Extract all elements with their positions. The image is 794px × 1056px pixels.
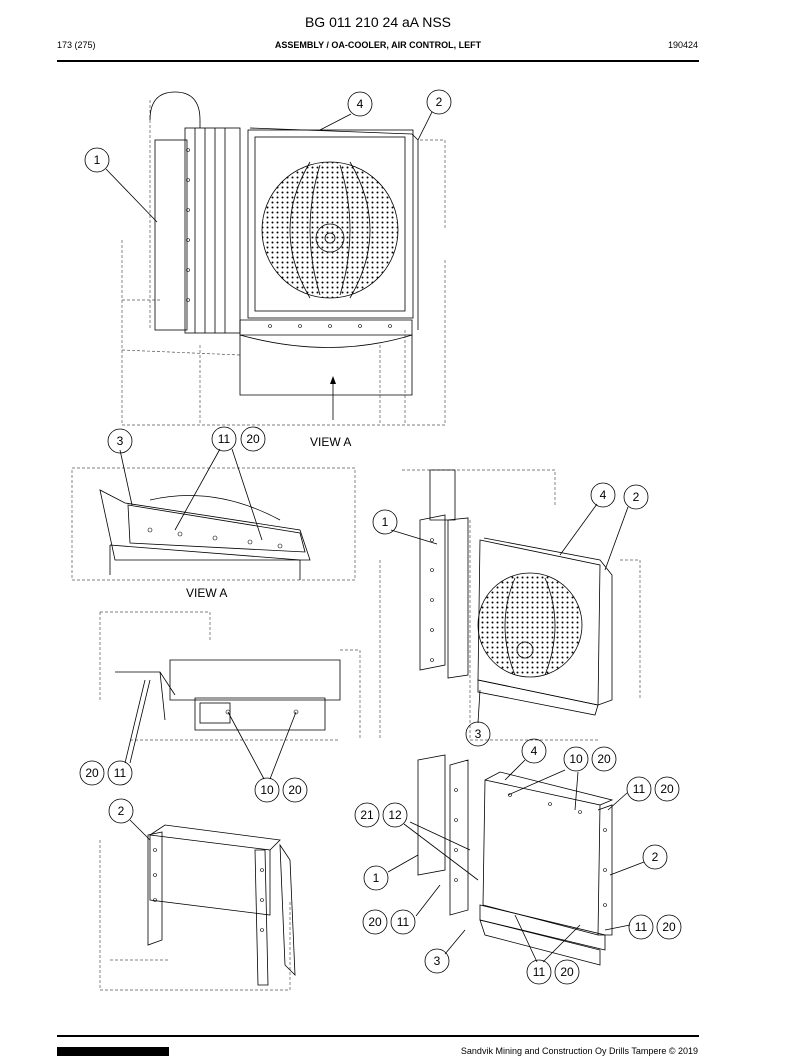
svg-text:20: 20 [597,752,611,766]
callout-3-view-a: 3 [107,428,133,454]
callout-2-exploded: 2 [642,844,668,870]
isometric-view-right [379,469,641,741]
svg-text:11: 11 [397,915,410,929]
callout-1-iso: 1 [372,509,398,535]
svg-text:4: 4 [600,488,607,502]
callout-3-iso: 3 [465,721,491,747]
footer-rule [57,1035,699,1037]
svg-text:20: 20 [85,766,99,780]
svg-text:11: 11 [218,432,231,446]
page-number: 173 (275) [57,40,96,50]
assembly-title: ASSEMBLY / OA-COOLER, AIR CONTROL, LEFT [274,40,482,50]
view-a-arrow-label: VIEW A [310,435,351,449]
svg-text:21: 21 [360,808,374,822]
callout-11-exploded-br: 11 [628,914,654,940]
callout-11-detail: 11 [107,760,133,786]
svg-text:1: 1 [382,515,389,529]
svg-text:10: 10 [260,783,274,797]
callout-11-exploded-bottom: 11 [526,959,552,985]
callout-10-exploded: 10 [563,746,589,772]
part-callouts: 1 4 2 3 11 20 1 4 2 3 20 11 10 20 2 4 10… [79,89,682,985]
svg-text:20: 20 [662,920,676,934]
svg-text:3: 3 [117,434,124,448]
footer-copyright: Sandvik Mining and Construction Oy Drill… [460,1046,698,1056]
callout-20-detail: 20 [79,760,105,786]
callout-11-exploded-left: 11 [390,909,416,935]
svg-text:11: 11 [635,920,648,934]
callout-21-exploded: 21 [354,802,380,828]
svg-text:20: 20 [246,432,260,446]
callout-2-iso: 2 [623,484,649,510]
svg-text:3: 3 [475,727,482,741]
callout-20-view-a: 20 [240,426,266,452]
callout-20-exploded-right: 20 [654,776,680,802]
leader-lines [105,111,645,963]
callout-4-exploded: 4 [521,738,547,764]
revision-date: 190424 [667,40,698,50]
svg-text:11: 11 [114,766,127,780]
document-code: BG 011 210 24 aA NSS [304,14,452,30]
callout-20-exploded-br: 20 [656,914,682,940]
svg-text:20: 20 [368,915,382,929]
callout-12-exploded: 12 [382,802,408,828]
svg-text:11: 11 [533,965,546,979]
callout-4-iso: 4 [590,482,616,508]
callout-4-top: 4 [347,91,373,117]
callout-10-detail: 10 [254,777,280,803]
svg-text:20: 20 [560,965,574,979]
header-rule [57,60,699,62]
svg-text:2: 2 [436,95,443,109]
svg-text:3: 3 [434,954,441,968]
svg-text:2: 2 [652,850,659,864]
svg-text:1: 1 [94,153,101,167]
callout-3-exploded: 3 [424,948,450,974]
view-a-label: VIEW A [186,586,227,600]
sandvik-logo [57,1047,169,1056]
svg-text:10: 10 [569,752,583,766]
callout-2-bottom-left: 2 [108,798,134,824]
callout-2-top: 2 [426,89,452,115]
callout-20-exploded-bottom: 20 [554,959,580,985]
svg-text:1: 1 [373,871,380,885]
callout-11-exploded-right: 11 [626,776,652,802]
svg-text:4: 4 [531,744,538,758]
svg-text:2: 2 [118,804,125,818]
callout-11-view-a: 11 [211,426,237,452]
callout-1-exploded: 1 [363,865,389,891]
callout-20-exploded-top: 20 [591,746,617,772]
svg-text:20: 20 [660,782,674,796]
svg-text:11: 11 [633,782,646,796]
callout-20-exploded-left: 20 [362,909,388,935]
view-a-detail [71,467,356,581]
svg-text:20: 20 [288,783,302,797]
bottom-left-view [99,824,296,991]
air-control-detail [99,611,361,741]
callout-1-top: 1 [84,147,110,173]
svg-text:4: 4 [357,97,364,111]
svg-text:12: 12 [388,808,402,822]
exploded-view [417,754,614,966]
svg-text:2: 2 [633,490,640,504]
main-cooler-view [121,91,446,426]
callout-20-detail-b: 20 [282,777,308,803]
